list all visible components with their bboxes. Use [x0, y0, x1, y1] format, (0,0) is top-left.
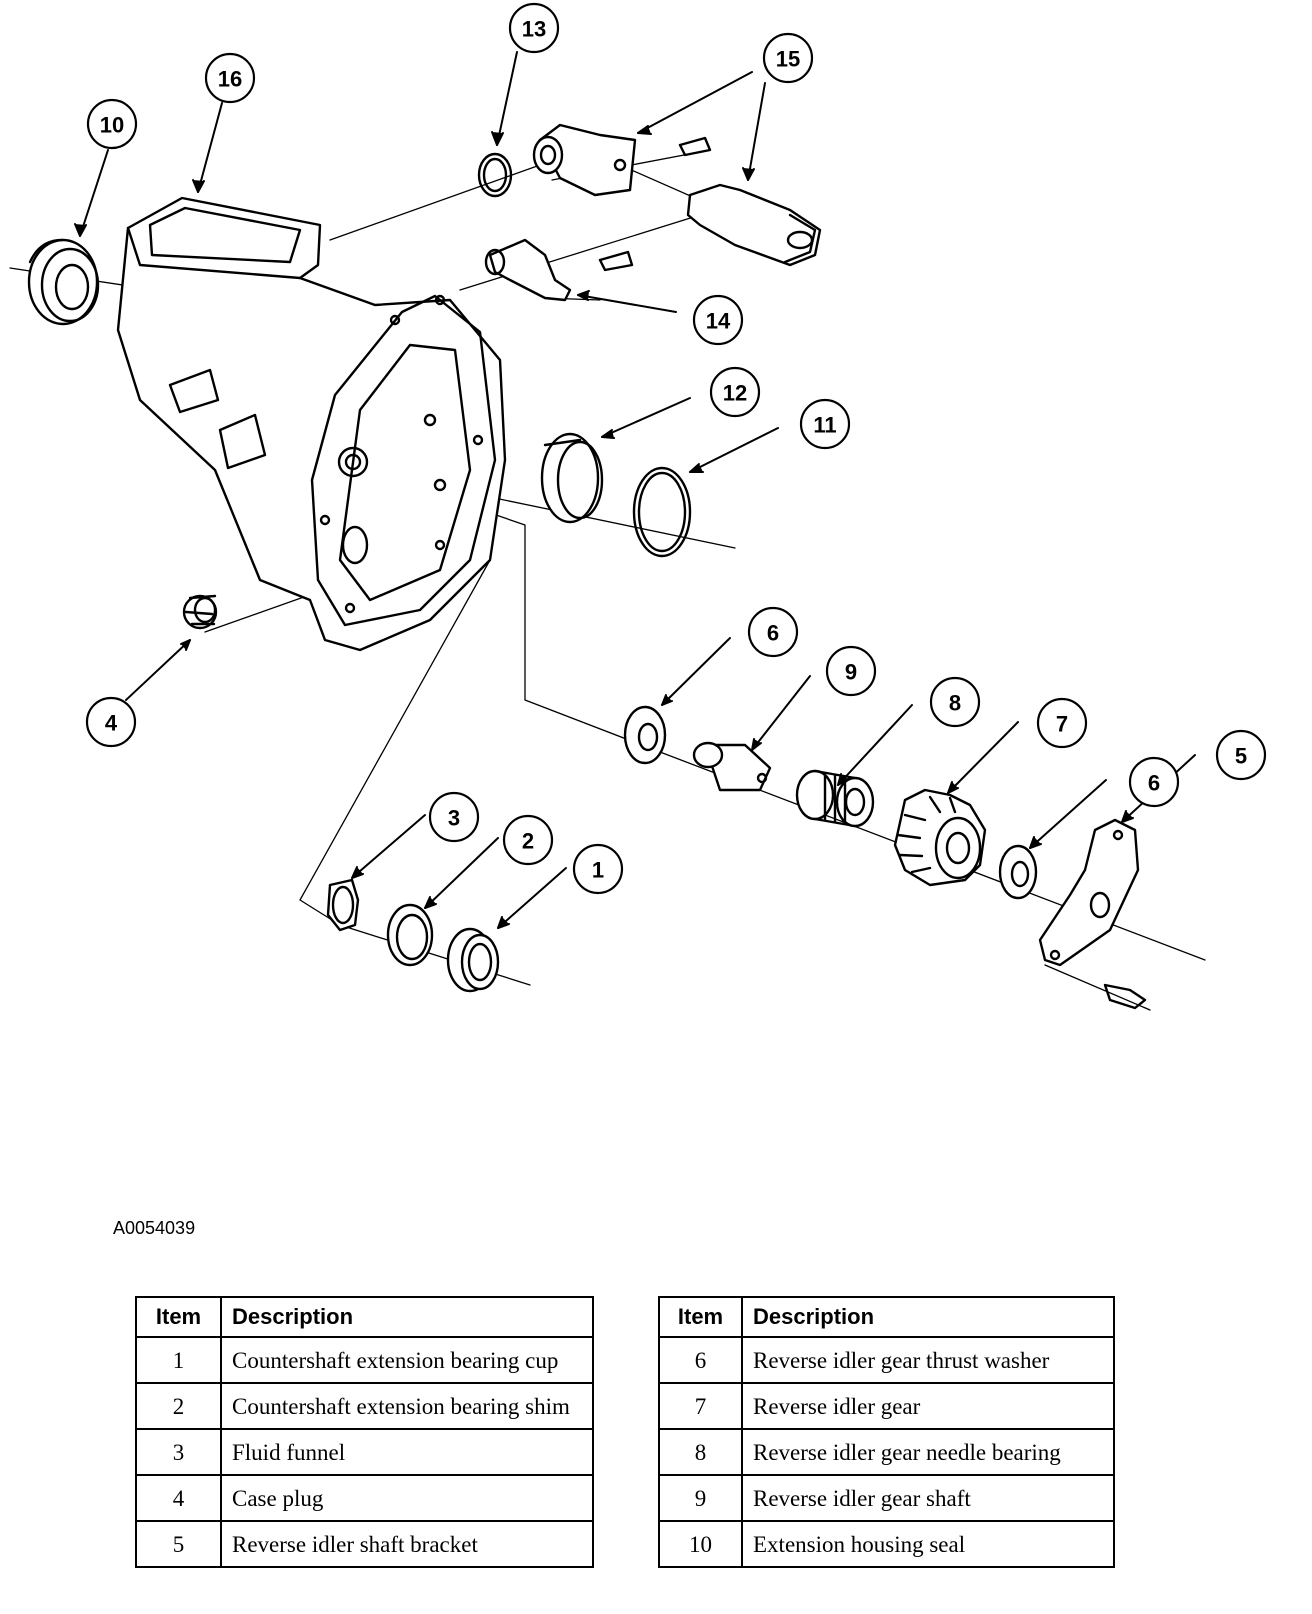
column-header-item: Item: [658, 1296, 743, 1338]
callout-label: 2: [522, 829, 534, 854]
column-header-item: Item: [135, 1296, 222, 1338]
part-idler-shaft-bracket: [1038, 818, 1147, 1010]
callout-3: [428, 791, 480, 843]
part-fluid-funnel: [326, 878, 360, 932]
part-bearing-cup-1: [446, 927, 500, 993]
callout-12: [709, 366, 761, 418]
item-description: Reverse idler gear: [741, 1382, 1115, 1430]
part-bearing-shim: [386, 903, 434, 967]
callout-circles: [85, 2, 1267, 895]
item-number: 10: [658, 1520, 743, 1568]
figure-id: A0054039: [113, 1218, 196, 1238]
item-number: 1: [135, 1336, 222, 1384]
callout-6a: [747, 606, 799, 658]
callout-label: 1: [592, 858, 604, 883]
callout-label: 13: [522, 17, 546, 42]
item-description: Case plug: [220, 1474, 594, 1522]
item-description: Reverse idler gear shaft: [741, 1474, 1115, 1522]
extension-housing: [116, 196, 507, 652]
column-header-description: Description: [741, 1296, 1115, 1338]
item-number: 3: [135, 1428, 222, 1476]
callout-6b: [1128, 756, 1180, 808]
part-idler-gear-shaft: [692, 741, 772, 792]
callout-label: 8: [949, 691, 961, 716]
table-row: 1 Countershaft extension bearing cup: [135, 1336, 594, 1384]
part-bearing-cup-12: [540, 432, 604, 524]
item-number: 7: [658, 1382, 743, 1430]
item-description: Fluid funnel: [220, 1428, 594, 1476]
item-number: 9: [658, 1474, 743, 1522]
callout-label: 12: [723, 381, 747, 406]
part-thrust-washer-6b: [998, 844, 1038, 900]
callout-15: [508, 2, 560, 54]
part-snap-ring: [632, 466, 692, 558]
callout-label: 16: [218, 67, 242, 92]
table-row: 7 Reverse idler gear: [658, 1382, 1115, 1430]
callout-11: [799, 398, 851, 450]
part-driven-gear-retainer: [484, 238, 634, 302]
table-row: 4 Case plug: [135, 1474, 594, 1522]
callout-label: 3: [448, 806, 460, 831]
callout-7: [1036, 697, 1088, 749]
item-description: Countershaft extension bearing cup: [220, 1336, 594, 1384]
part-extension-housing-seal: [27, 238, 100, 326]
part-thrust-washer-6a: [623, 705, 667, 765]
callout-10: [86, 98, 138, 150]
item-number: 4: [135, 1474, 222, 1522]
callout-9: [825, 645, 877, 697]
column-header-description: Description: [220, 1296, 594, 1338]
callout-2: [502, 814, 554, 866]
callout-label: 9: [845, 660, 857, 685]
item-description: Extension housing seal: [741, 1520, 1115, 1568]
callout-label: 15: [776, 47, 800, 72]
table-row: 3 Fluid funnel: [135, 1428, 594, 1476]
callout-label: 14: [706, 309, 731, 334]
exploded-parts-diagram: 13 16 15 10 14 12 11 4 6 9 8 7 6 5 3 2 1: [9, 2, 1267, 1011]
part-needle-bearing: [795, 769, 875, 828]
callout-16: [204, 52, 256, 104]
legend-table-right: Item Description 6 Reverse idler gear th…: [658, 1296, 1115, 1568]
part-reverse-idler-gear: [893, 788, 987, 887]
callout-13: [692, 294, 744, 346]
table-row: 8 Reverse idler gear needle bearing: [658, 1428, 1115, 1476]
table-row: 5 Reverse idler shaft bracket: [135, 1520, 594, 1568]
callout-label: 7: [1056, 712, 1068, 737]
callout-1: [572, 843, 624, 895]
part-sensor-assembly: [532, 123, 822, 267]
leader-arrows: [74, 51, 1196, 929]
part-o-ring: [477, 152, 513, 198]
callout-label: 5: [1235, 744, 1247, 769]
item-description: Reverse idler gear needle bearing: [741, 1428, 1115, 1476]
table-row: 6 Reverse idler gear thrust washer: [658, 1336, 1115, 1384]
legend-table-left: Item Description 1 Countershaft extensio…: [135, 1296, 594, 1568]
callout-4: [85, 696, 137, 748]
table-header-row: Item Description: [658, 1296, 1115, 1338]
callout-label: 10: [100, 113, 124, 138]
item-description: Reverse idler shaft bracket: [220, 1520, 594, 1568]
part-case-plug: [182, 594, 218, 630]
item-description: Countershaft extension bearing shim: [220, 1382, 594, 1430]
item-number: 2: [135, 1382, 222, 1430]
callout-label: 4: [105, 711, 118, 736]
item-number: 6: [658, 1336, 743, 1384]
table-row: 2 Countershaft extension bearing shim: [135, 1382, 594, 1430]
table-header-row: Item Description: [135, 1296, 594, 1338]
callout-label: 6: [1148, 771, 1160, 796]
table-row: 9 Reverse idler gear shaft: [658, 1474, 1115, 1522]
item-number: 5: [135, 1520, 222, 1568]
table-row: 10 Extension housing seal: [658, 1520, 1115, 1568]
callout-label: 6: [767, 621, 779, 646]
callout-label: 11: [813, 413, 836, 438]
item-description: Reverse idler gear thrust washer: [741, 1336, 1115, 1384]
callout-14: [762, 32, 814, 84]
callout-5: [1215, 729, 1267, 781]
item-number: 8: [658, 1428, 743, 1476]
callout-8: [929, 676, 981, 728]
